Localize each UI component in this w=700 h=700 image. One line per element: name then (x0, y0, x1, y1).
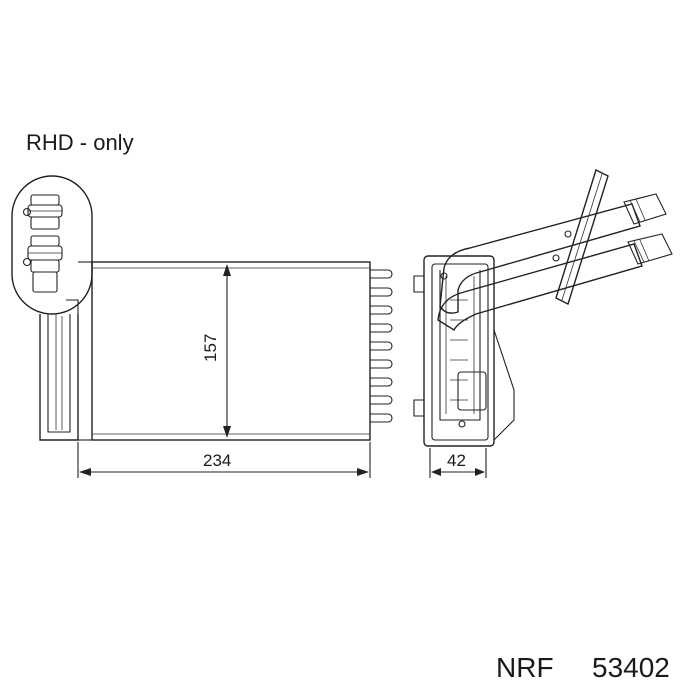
pipe-mounting-plate (11, 175, 93, 315)
front-view: 157 234 (11, 175, 393, 478)
mount-hole-upper (22, 207, 32, 217)
part-number: 53402 (592, 652, 670, 683)
side-housing (423, 255, 495, 447)
height-dimension (223, 264, 231, 438)
core-body (91, 261, 371, 441)
core-fins (370, 269, 393, 423)
width-dimension (77, 442, 371, 478)
rhd-only-note: RHD - only (26, 130, 134, 155)
upper-pipe-connector (27, 194, 63, 230)
side-tank (39, 299, 79, 441)
width-dimension-label: 234 (203, 451, 231, 470)
side-valve-block (457, 371, 487, 411)
depth-dimension-label: 42 (447, 451, 466, 470)
side-view: 42 (413, 169, 673, 478)
height-dimension-label: 157 (201, 334, 220, 362)
part-brand: NRF (496, 652, 554, 683)
lower-pipe-connector (27, 235, 63, 293)
depth-dimension (429, 448, 487, 478)
side-pipe-assembly (437, 169, 673, 332)
